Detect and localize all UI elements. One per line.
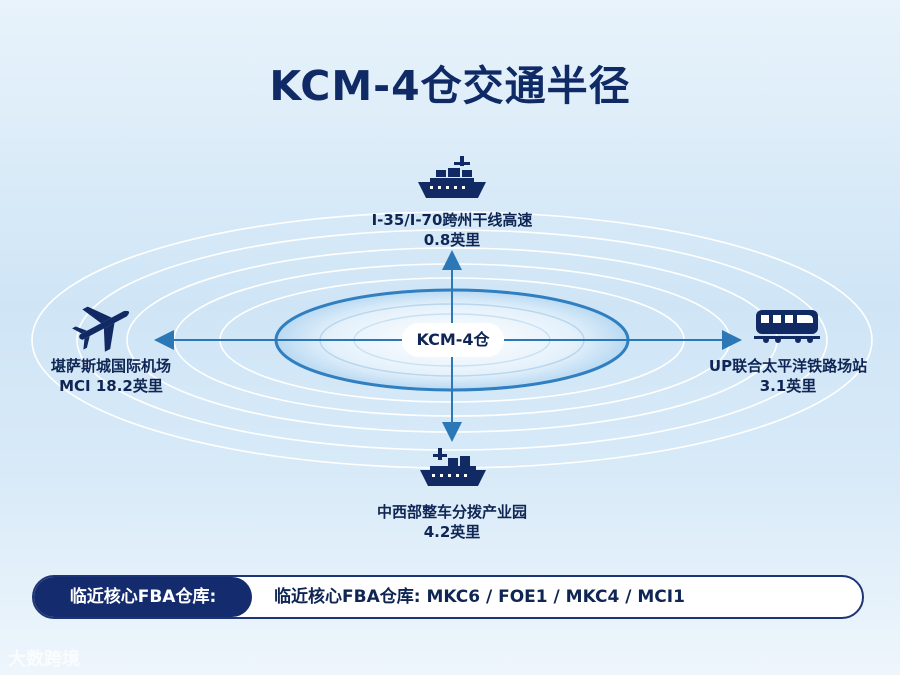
destination-right-distance: 3.1英里 [759, 377, 817, 395]
train-icon [754, 310, 820, 343]
destination-bottom-distance: 4.2英里 [423, 523, 481, 541]
destination-left: 堪萨斯城国际机场 MCI 18.2英里 [26, 356, 196, 396]
destination-top-name: I-35/I-70跨州干线高速 [371, 211, 533, 229]
destination-right: UP联合太平洋铁路场站 3.1英里 [688, 356, 888, 396]
fba-warehouse-list: 临近核心FBA仓库: MKC6 / FOE1 / MKC4 / MCI1 [274, 587, 685, 607]
page-title: KCM-4仓交通半径 [269, 62, 631, 110]
destination-right-name: UP联合太平洋铁路场站 [708, 357, 868, 375]
destination-left-distance: MCI 18.2英里 [59, 377, 163, 395]
destination-top: I-35/I-70跨州干线高速 0.8英里 [352, 210, 552, 250]
ship-icon [420, 448, 486, 486]
airplane-icon [72, 306, 130, 352]
destination-top-distance: 0.8英里 [423, 231, 481, 249]
watermark-logo: 大数跨境 [8, 649, 80, 670]
ship-icon [418, 156, 486, 198]
fba-header: 临近核心FBA仓库: [34, 577, 252, 617]
destination-bottom: 中西部整车分拨产业园 4.2英里 [352, 502, 552, 542]
fba-warehouse-bar: 临近核心FBA仓库: 临近核心FBA仓库: MKC6 / FOE1 / MKC4… [32, 575, 864, 619]
warehouse-center-label: KCM-4仓 [402, 323, 504, 357]
destination-bottom-name: 中西部整车分拨产业园 [376, 503, 527, 521]
ring-outer-4 [76, 229, 828, 451]
destination-left-name: 堪萨斯城国际机场 [50, 357, 171, 375]
